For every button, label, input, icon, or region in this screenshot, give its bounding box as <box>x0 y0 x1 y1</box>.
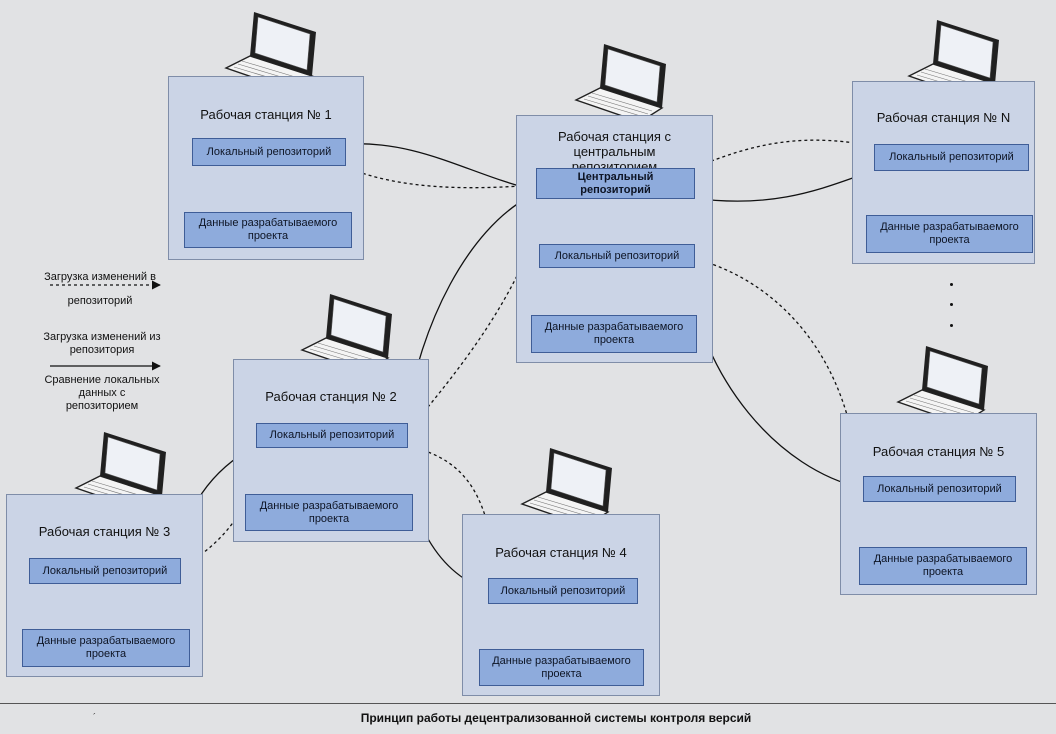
local-repository: Локальный репозиторий <box>29 558 181 584</box>
workstation-5: Рабочая станция № 5 Локальный репозитори… <box>840 413 1037 595</box>
workstation-1: Рабочая станция № 1 Локальный репозитори… <box>168 76 364 260</box>
project-data: Данные разрабатываемого проекта <box>866 215 1033 253</box>
laptop-icon <box>574 44 666 123</box>
legend-pull-label: Загрузка изменений из репозитория <box>43 331 161 356</box>
push-arrow-ws5 <box>691 255 859 479</box>
ellipsis-dot <box>950 303 953 306</box>
workstation-n: Рабочая станция № N Локальный репозитори… <box>852 81 1035 264</box>
laptop-icon <box>896 346 988 425</box>
laptop-icon <box>520 448 612 527</box>
project-data: Данные разрабатываемого проекта <box>479 649 644 686</box>
local-repository: Локальный репозиторий <box>539 244 695 268</box>
legend-compare-label: Сравнение локальных данных с репозиторие… <box>44 374 160 412</box>
ellipsis-dot <box>950 324 953 327</box>
push-arrow-ws2 <box>404 197 550 436</box>
local-repository: Локальный репозиторий <box>863 476 1016 502</box>
workstation-title: Рабочая станция № 4 <box>495 545 627 560</box>
workstation-title: Рабочая станция № 2 <box>265 389 397 404</box>
workstation-title: Рабочая станция № 5 <box>872 444 1005 459</box>
workstation-title: Рабочая станция № 3 <box>38 524 171 539</box>
push-arrow-wsn <box>692 139 874 170</box>
legend-push-label: Загрузка изменений в репозиторий <box>44 271 156 307</box>
workstation-2: Рабочая станция № 2 Локальный репозитори… <box>233 359 429 542</box>
push-arrow-ws1 <box>345 166 536 191</box>
workstation-3: Рабочая станция № 3 Локальный репозитори… <box>6 494 203 677</box>
project-data: Данные разрабатываемого проекта <box>22 629 190 667</box>
local-repository: Локальный репозиторий <box>874 144 1029 171</box>
footer-divider <box>0 703 1056 704</box>
ellipsis-dot <box>950 283 953 286</box>
local-repository: Локальный репозиторий <box>488 578 638 604</box>
local-repository: Локальный репозиторий <box>256 423 408 448</box>
figure-caption: Принцип работы децентрализованной систем… <box>360 711 752 725</box>
project-data: Данные разрабатываемого проекта <box>184 212 352 248</box>
central-workstation: Рабочая станция с центральным репозитори… <box>516 115 713 363</box>
workstation-4: Рабочая станция № 4 Локальный репозитори… <box>462 514 660 696</box>
laptop-icon <box>300 294 392 373</box>
footer-mark: ´ <box>93 712 96 722</box>
local-repository: Локальный репозиторий <box>192 138 346 166</box>
project-data: Данные разрабатываемого проекта <box>245 494 413 531</box>
pull-arrow-wsn <box>692 169 874 202</box>
central-repository: Центральный репозиторий <box>536 168 695 199</box>
project-data: Данные разрабатываемого проекта <box>531 315 697 353</box>
pull-arrow-ws1 <box>345 139 536 191</box>
workstation-title: Рабочая станция № 1 <box>200 107 332 122</box>
workstation-title: Рабочая станция № N <box>876 110 1011 125</box>
project-data: Данные разрабатываемого проекта <box>859 547 1027 585</box>
